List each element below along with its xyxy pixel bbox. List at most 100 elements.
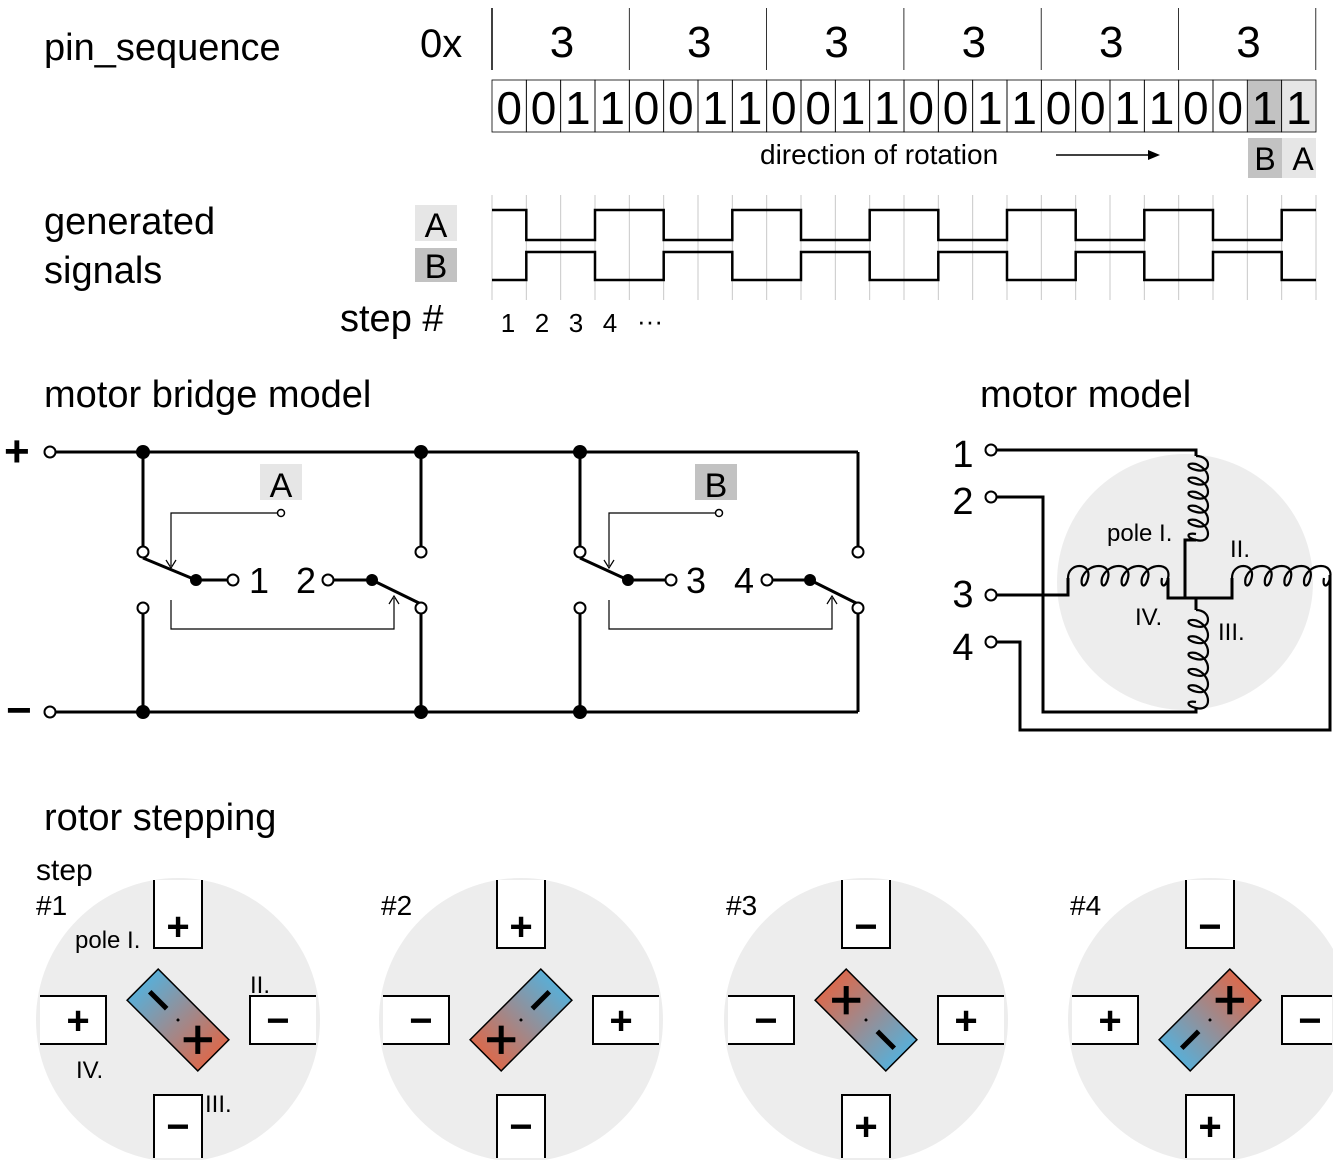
signal-a-waveform bbox=[492, 208, 1316, 242]
bit-value: 1 bbox=[599, 82, 625, 134]
step-number-3: 3 bbox=[569, 308, 583, 338]
hex-digit: 3 bbox=[824, 18, 848, 67]
switch-b-label: B bbox=[705, 467, 728, 505]
rotor-minus-mark bbox=[530, 989, 552, 1011]
pole-left bbox=[1072, 995, 1139, 1045]
rotor-bar bbox=[126, 968, 230, 1072]
rotor-bar bbox=[469, 968, 573, 1072]
motor-pole-4-label: IV. bbox=[1135, 604, 1162, 631]
motor-pin-terminals bbox=[984, 443, 998, 649]
pole-right-sign: + bbox=[609, 999, 632, 1043]
signal-b-highlight bbox=[415, 248, 457, 282]
pole-right-sign: − bbox=[266, 999, 289, 1043]
bit-value: 1 bbox=[840, 82, 866, 134]
bit-value: 0 bbox=[771, 82, 797, 134]
rotor-minus-mark bbox=[875, 1029, 897, 1051]
bit-value: 1 bbox=[565, 82, 591, 134]
bit-value: 0 bbox=[1046, 82, 1072, 134]
pole-left bbox=[383, 995, 450, 1045]
rotor-plus-mark bbox=[183, 1037, 212, 1043]
pole-right-sign: + bbox=[954, 999, 977, 1043]
switch-a-label: A bbox=[270, 467, 293, 505]
rotor-pole-4-label: IV. bbox=[76, 1057, 103, 1084]
motor-pin-4: 4 bbox=[952, 627, 973, 669]
pole-left bbox=[40, 995, 107, 1045]
pole-left-sign: + bbox=[66, 999, 89, 1043]
pole-bottom-sign: − bbox=[166, 1105, 189, 1149]
motor-pin-2: 2 bbox=[952, 481, 973, 523]
bit-value: 0 bbox=[668, 82, 694, 134]
bridge-minus-label: − bbox=[6, 686, 32, 735]
bit-value: 0 bbox=[496, 82, 522, 134]
b-pin-label: B bbox=[1254, 141, 1275, 177]
motor-pole-2-label: II. bbox=[1230, 536, 1250, 563]
pole-bottom-sign: − bbox=[509, 1105, 532, 1149]
rotor-minus-mark bbox=[147, 989, 169, 1011]
pole-top-sign: + bbox=[509, 905, 532, 949]
pole-left-sign: − bbox=[409, 999, 432, 1043]
output-2-label: 2 bbox=[296, 560, 316, 601]
bit-value: 1 bbox=[702, 82, 728, 134]
bit-cell bbox=[1246, 79, 1283, 133]
motor-pole-1-label: pole I. bbox=[1107, 520, 1172, 547]
bit-value: 0 bbox=[805, 82, 831, 134]
pole-left bbox=[728, 995, 795, 1045]
switch-a-highlight bbox=[260, 464, 302, 500]
a-pin-highlight bbox=[1282, 138, 1316, 178]
rotor-step-panel: #1+−+−pole I.II.III.IV. bbox=[36, 878, 320, 1160]
bridge-plus-label: + bbox=[4, 427, 30, 476]
rotor-plus-mark bbox=[498, 1025, 504, 1054]
motor-pole-3-label: III. bbox=[1218, 619, 1245, 646]
rotor-step-word: step bbox=[36, 854, 93, 887]
pole-top bbox=[496, 880, 546, 949]
direction-arrowhead bbox=[1148, 150, 1160, 160]
bit-value: 0 bbox=[634, 82, 660, 134]
rotor-step-panel: #2+−−+ bbox=[379, 878, 663, 1160]
output-4-label: 4 bbox=[734, 560, 754, 601]
signal-b-waveform bbox=[492, 250, 1316, 282]
pole-bottom bbox=[153, 1094, 203, 1158]
pole-top bbox=[1185, 880, 1235, 949]
pole-right bbox=[937, 995, 1004, 1045]
signal-a-label: A bbox=[425, 207, 448, 245]
pole-right bbox=[249, 995, 316, 1045]
rotor-pole-2-label: II. bbox=[250, 972, 270, 999]
bit-value: 0 bbox=[943, 82, 969, 134]
bit-value: 0 bbox=[1080, 82, 1106, 134]
bit-value: 1 bbox=[737, 82, 763, 134]
hex-digit: 3 bbox=[550, 18, 574, 67]
pole-right bbox=[592, 995, 659, 1045]
rotor-axis bbox=[519, 1018, 523, 1022]
coil-pole-4 bbox=[1066, 564, 1170, 587]
rotor-step-number: #4 bbox=[1070, 890, 1101, 921]
bit-value: 1 bbox=[1149, 82, 1175, 134]
pole-top-sign: − bbox=[1198, 905, 1221, 949]
rotor-step-number: #1 bbox=[36, 890, 67, 921]
pole-top bbox=[841, 880, 891, 949]
bit-value: 1 bbox=[1286, 82, 1312, 134]
step-number-2: 2 bbox=[535, 308, 549, 338]
rotor-step-number: #3 bbox=[726, 890, 757, 921]
rotor-bar bbox=[814, 968, 918, 1072]
direction-label: direction of rotation bbox=[760, 139, 998, 170]
motor-wiring bbox=[996, 448, 1332, 732]
pole-bottom bbox=[1185, 1094, 1235, 1158]
pole-right-sign: − bbox=[1298, 999, 1321, 1043]
output-3-label: 3 bbox=[686, 560, 706, 601]
pole-bottom-sign: + bbox=[1198, 1105, 1221, 1149]
rotor-step-panel: #3−+−+ bbox=[724, 878, 1008, 1160]
coil-pole-3 bbox=[1187, 608, 1210, 710]
rotor-axis bbox=[176, 1018, 180, 1022]
rotor-axis bbox=[864, 1018, 868, 1022]
pole-bottom bbox=[841, 1094, 891, 1158]
rotor-bar bbox=[1158, 968, 1262, 1072]
coil-pole-2 bbox=[1230, 564, 1332, 587]
hex-digit: 3 bbox=[1236, 18, 1260, 67]
hex-digit: 3 bbox=[962, 18, 986, 67]
pole-bottom bbox=[496, 1094, 546, 1158]
rotor-pole-1-label: pole I. bbox=[75, 927, 140, 954]
motor-pin-3: 3 bbox=[952, 574, 973, 616]
bit-cell bbox=[1281, 79, 1317, 133]
pole-left-sign: − bbox=[754, 999, 777, 1043]
